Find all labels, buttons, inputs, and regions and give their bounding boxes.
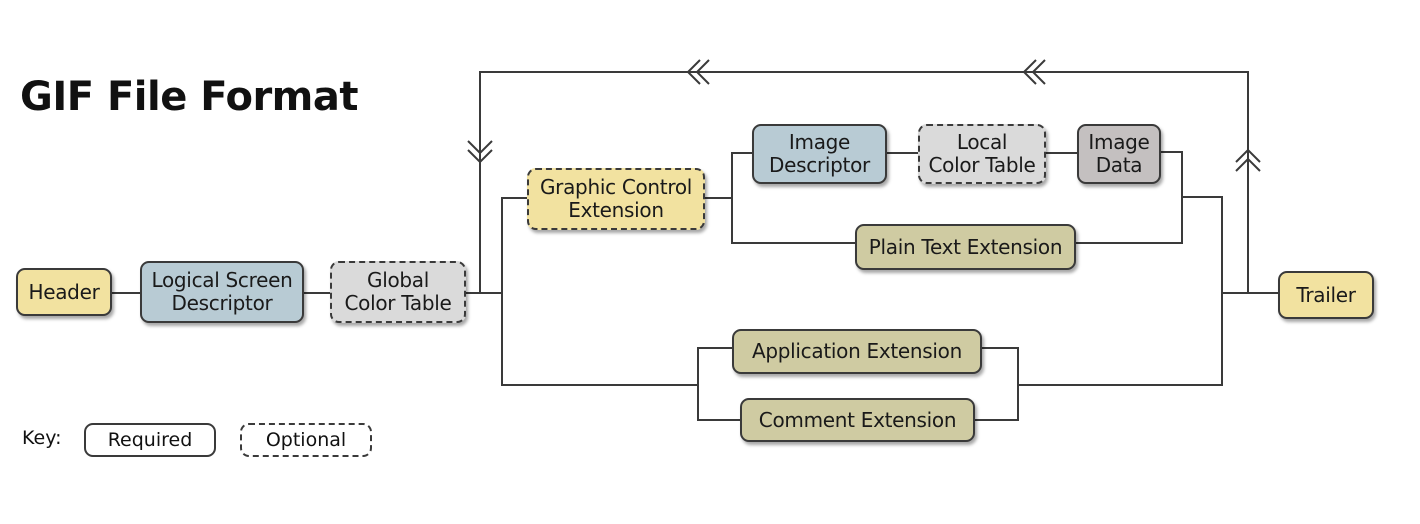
node-local-color-table: Local Color Table xyxy=(918,124,1046,184)
loop-arrow-left-icon xyxy=(686,59,1046,85)
connector-lower-comment xyxy=(697,385,740,421)
key-required: Required xyxy=(84,423,216,457)
connector-lower-to-right xyxy=(1018,293,1223,386)
connector-junction-gce xyxy=(501,197,527,293)
node-graphic-control-extension: Graphic Control Extension xyxy=(527,168,705,230)
loop-arrow-up-icon xyxy=(1235,148,1261,172)
node-comment-extension: Comment Extension xyxy=(740,398,975,442)
node-application-extension: Application Extension xyxy=(732,329,982,374)
loop-arrow-down-icon xyxy=(467,140,493,164)
key-label: Key: xyxy=(22,427,62,449)
node-plain-text-extension: Plain Text Extension xyxy=(855,224,1076,270)
connector-split-plain-text xyxy=(731,198,855,244)
connector-loop-back xyxy=(479,71,1249,293)
key-optional: Optional xyxy=(240,423,372,457)
connector-lower-application xyxy=(697,347,732,385)
diagram-title: GIF File Format xyxy=(20,74,358,120)
connector-junction-lower xyxy=(501,293,698,386)
node-trailer: Trailer xyxy=(1278,271,1374,319)
node-global-color-table: Global Color Table xyxy=(330,261,466,323)
connector-split-image-descriptor xyxy=(731,152,752,198)
node-image-data: Image Data xyxy=(1077,124,1161,184)
connector-upper-to-right xyxy=(1182,196,1223,293)
node-logical-screen-descriptor: Logical Screen Descriptor xyxy=(140,261,304,323)
node-image-descriptor: Image Descriptor xyxy=(752,124,887,184)
node-header: Header xyxy=(16,268,112,316)
